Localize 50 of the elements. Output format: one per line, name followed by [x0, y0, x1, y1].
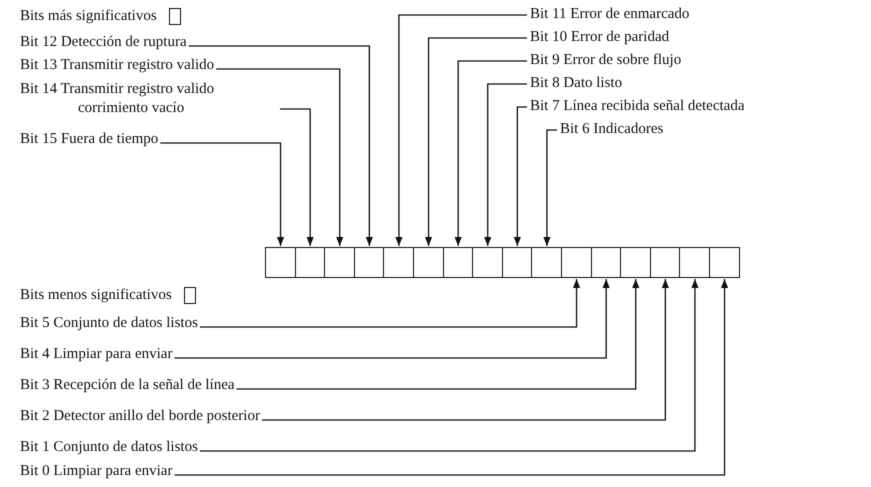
bit-label: Bit 12 Detección de ruptura [20, 34, 187, 51]
register-bit-cell [679, 247, 710, 278]
register-bit-cell [413, 247, 444, 278]
leader-arrow [280, 108, 314, 246]
register-bit-cell [650, 247, 681, 278]
legend-label: Bits más significativos [20, 8, 157, 25]
bit-label: Bit 4 Limpiar para enviar [20, 346, 172, 363]
register-bit-cell [620, 247, 652, 278]
bit-label: Bit 8 Dato listo [530, 75, 622, 92]
register-bit-cell [294, 247, 326, 278]
register-bit-cell [472, 247, 504, 278]
register-bit-cell [442, 247, 474, 278]
leader-arrow [174, 279, 610, 359]
leader-arrow [395, 14, 527, 246]
leader-arrow [160, 142, 284, 246]
register-bit-cell [383, 247, 414, 278]
bit-label: Bit 6 Indicadores [560, 121, 664, 138]
leader-arrow [454, 60, 527, 246]
bit-label: Bit 1 Conjunto de datos listos [20, 439, 198, 456]
bit-label: Bit 2 Detector anillo del borde posterior [20, 408, 260, 425]
bit-label: Bit 10 Error de paridad [530, 29, 670, 46]
leader-arrow [262, 279, 669, 421]
register-bit-cell [531, 247, 562, 278]
leader-arrow [484, 83, 527, 246]
bit-label: Bit 11 Error de enmarcado [530, 6, 690, 23]
register-bit-cell [561, 247, 592, 278]
bit-label: Bit 13 Transmitir registro valido [20, 57, 214, 74]
register-bit-cell [709, 247, 740, 278]
register-bit-cell [502, 247, 533, 278]
register-bit-cell [354, 247, 385, 278]
leader-arrow [543, 129, 557, 246]
bit-label: Bit 3 Recepción de la señal de línea [20, 377, 235, 394]
bit-label: Bit 0 Limpiar para enviar [20, 463, 172, 480]
bit-label: Bit 5 Conjunto de datos listos [20, 315, 198, 332]
leader-arrow [236, 279, 640, 390]
leader-arrow [200, 279, 580, 328]
leader-arrow [174, 279, 728, 476]
bit-label: Bit 14 Transmitir registro valido corrimiento vacío [20, 80, 278, 118]
register-bit-cell [324, 247, 356, 278]
register-bit-cell [590, 247, 622, 278]
bit-label: Bit 7 Línea recibida señal detectada [530, 98, 744, 115]
leader-arrow [424, 37, 527, 246]
legend-label: Bits menos significativos [20, 287, 172, 304]
register-bit-cell [265, 247, 296, 278]
leader-arrow [200, 279, 699, 452]
leader-arrow [216, 68, 344, 246]
leader-arrow [188, 45, 373, 246]
bit-label: Bit 9 Error de sobre flujo [530, 52, 682, 69]
bit-label: Bit 15 Fuera de tiempo [20, 131, 158, 148]
leader-arrow [514, 106, 527, 246]
